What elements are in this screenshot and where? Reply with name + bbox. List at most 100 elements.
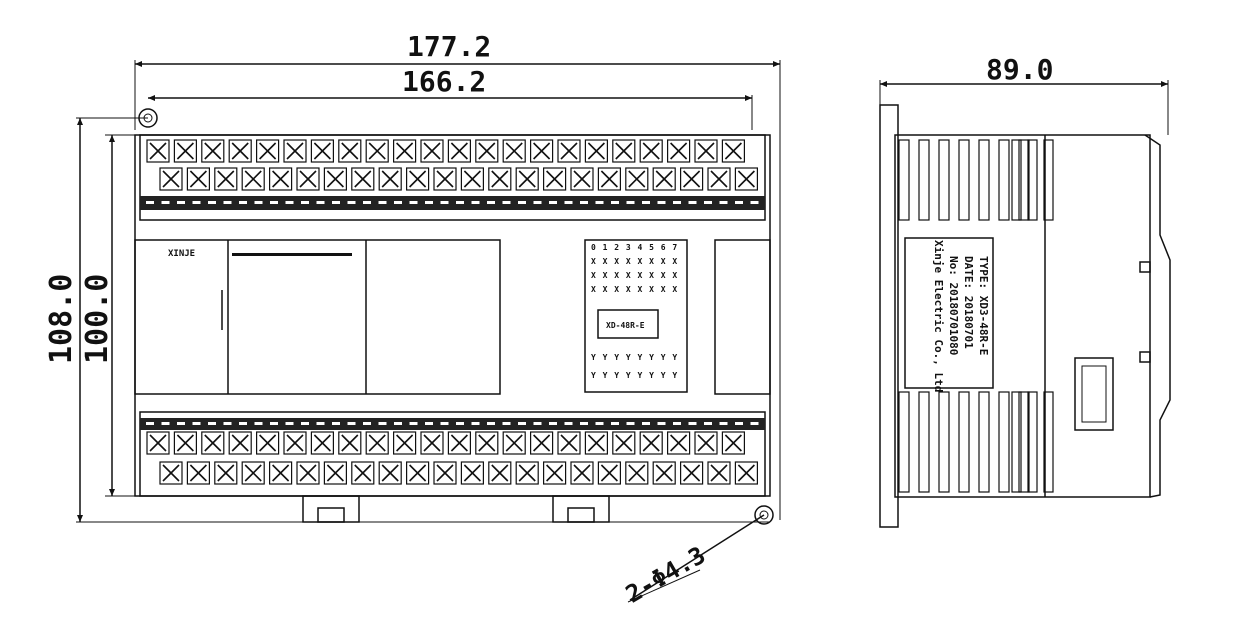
bottom-terminal-row2-screw-slot <box>518 464 536 482</box>
bottom-terminal-row1-screw-slot <box>204 434 222 452</box>
mount-hole-top <box>138 108 158 128</box>
cover-marking-line <box>232 253 352 256</box>
band-notch <box>223 422 232 425</box>
band-notch <box>347 201 356 204</box>
band-notch <box>673 422 681 425</box>
bottom-terminal-row2-screw-slot <box>436 464 454 482</box>
top-terminal-row2-cell <box>542 167 567 191</box>
bottom-terminal-row1-cell <box>721 431 746 455</box>
vent-slot <box>938 139 950 221</box>
vent-slot <box>978 139 990 221</box>
din-clip-left <box>302 495 360 523</box>
bottom-terminal-row2-cell <box>406 461 430 485</box>
side-body <box>894 134 1151 498</box>
band-notch <box>425 201 433 204</box>
bottom-terminal-row1-screw-slot <box>587 434 605 452</box>
brand-logo-text: XINJE <box>168 249 196 259</box>
bottom-terminal-row1-cell <box>502 431 526 455</box>
band-notch <box>161 422 170 425</box>
band-notch <box>192 201 201 204</box>
top-terminal-row1-cell <box>666 139 691 163</box>
bottom-terminal-row2-screw-slot <box>162 464 180 482</box>
top-terminal-row1-screw-slot <box>313 142 331 160</box>
bottom-terminal-row2-screw-slot <box>628 464 646 482</box>
top-terminal-row2-cell <box>323 167 347 191</box>
top-terminal-row1-cell <box>393 139 417 163</box>
bottom-terminal-row2-screw-slot <box>299 464 317 482</box>
mount-hole-top-inner <box>143 113 153 123</box>
band-notch <box>270 422 278 425</box>
band-notch <box>409 422 418 425</box>
band-notch <box>673 201 681 204</box>
top-terminal-row1-cell <box>721 139 746 163</box>
top-terminal-row2-screw-slot <box>436 170 454 188</box>
vent-slot <box>1027 139 1038 221</box>
top-terminal-row2-screw-slot <box>546 170 564 188</box>
top-terminal-row2-screw-slot <box>354 170 372 188</box>
top-terminal-row2-cell <box>652 167 676 191</box>
vent-slot <box>958 391 970 493</box>
band-notch <box>456 422 464 425</box>
band-notch <box>177 422 185 425</box>
band-notch <box>208 422 216 425</box>
band-notch <box>192 422 201 425</box>
bottom-terminal-row1-screw-slot <box>670 434 688 452</box>
band-notch <box>580 422 588 425</box>
bottom-terminal-row2-screw-slot <box>217 464 235 482</box>
bottom-terminal-row2-screw-slot <box>683 464 701 482</box>
dimension-arrowhead <box>77 515 83 522</box>
top-terminal-row2-cell <box>460 167 484 191</box>
bottom-terminal-row2-screw-slot <box>710 464 728 482</box>
top-terminal-row1-cell <box>201 139 225 163</box>
band-notch <box>518 422 526 425</box>
bottom-terminal-row1-cell <box>393 431 417 455</box>
band-notch <box>533 422 542 425</box>
band-notch <box>502 422 511 425</box>
bottom-terminal-row2-cell <box>597 461 622 485</box>
band-notch <box>688 201 697 204</box>
top-terminal-row1-cell <box>502 139 526 163</box>
top-terminal-row1-cell <box>447 139 471 163</box>
bottom-terminal-row1-screw-slot <box>724 434 742 452</box>
led-row-top-1: X X X X X X X X <box>591 257 679 266</box>
bottom-terminal-row2-cell <box>515 461 539 485</box>
band-notch <box>223 201 232 204</box>
top-terminal-row2-cell <box>378 167 402 191</box>
bottom-terminal-row2-cell <box>186 461 210 485</box>
bottom-terminal-row1-screw-slot <box>423 434 441 452</box>
top-terminal-row2-cell <box>186 167 210 191</box>
bottom-terminal-row1-cell <box>557 431 581 455</box>
band-notch <box>239 422 247 425</box>
top-terminal-row1-cell <box>584 139 609 163</box>
top-terminal-row1-cell <box>420 139 444 163</box>
top-terminal-row2-screw-slot <box>272 170 290 188</box>
vent-slot <box>918 139 930 221</box>
band-notch <box>750 201 759 204</box>
band-notch <box>704 422 712 425</box>
band-notch <box>378 422 387 425</box>
bottom-terminal-row2-cell <box>433 461 457 485</box>
band-notch <box>533 201 542 204</box>
body-height-dimension: 100.0 <box>80 273 115 364</box>
bottom-terminal-row2-cell <box>214 461 238 485</box>
band-notch <box>316 422 325 425</box>
bottom-terminal-row2-screw-slot <box>381 464 399 482</box>
top-terminal-row1-screw-slot <box>560 142 578 160</box>
bottom-terminal-row1-screw-slot <box>176 434 194 452</box>
bottom-terminal-row1-screw-slot <box>642 434 660 452</box>
vent-slot <box>1027 391 1038 493</box>
top-terminal-row1-screw-slot <box>423 142 441 160</box>
dimension-arrowhead <box>745 95 752 101</box>
top-terminal-row2-screw-slot <box>217 170 235 188</box>
vent-slot <box>1018 139 1030 221</box>
band-notch <box>347 422 356 425</box>
top-terminal-row2-cell <box>351 167 375 191</box>
top-terminal-row1-screw-slot <box>368 142 386 160</box>
din-clip-right-inner <box>567 507 595 523</box>
nameplate-line1: TYPE: XD3-48R-E <box>977 256 990 356</box>
side-view <box>879 80 1171 528</box>
bottom-terminal-row2-cell <box>159 461 183 485</box>
band-notch <box>549 201 557 204</box>
nameplate-frame <box>904 237 994 389</box>
